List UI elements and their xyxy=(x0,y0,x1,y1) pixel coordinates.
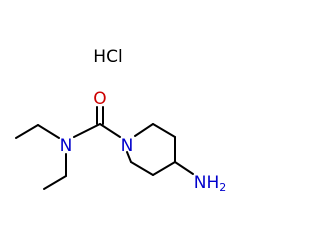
piperidine-bond-6 xyxy=(126,151,132,163)
molecule-structure: HCl O N N NH2 xyxy=(15,47,227,194)
piperidine-bond-2 xyxy=(152,123,176,138)
amine-label: NH2 xyxy=(194,173,227,194)
nitrogen-to-upper-ethyl-bond xyxy=(37,124,60,139)
ring-to-amine-bond xyxy=(174,161,194,175)
oxygen-label: O xyxy=(93,89,106,109)
bond-lines xyxy=(15,106,194,190)
carbonyl-to-ring-nitrogen-bond xyxy=(99,123,121,138)
amide-carbon-to-nitrogen-bond xyxy=(73,123,101,138)
piperidine-bond-1 xyxy=(134,123,154,137)
ring-nitrogen-label: N xyxy=(121,136,134,156)
amine-main-label: NH xyxy=(194,173,220,193)
amine-subscript: 2 xyxy=(219,181,226,194)
piperidine-bond-4 xyxy=(152,161,176,176)
hcl-label: HCl xyxy=(93,47,122,67)
piperidine-bond-5 xyxy=(130,161,154,176)
amide-nitrogen-label: N xyxy=(60,136,73,156)
lower-ethyl-chain-bond xyxy=(43,175,67,190)
upper-ethyl-chain-bond xyxy=(15,124,39,139)
